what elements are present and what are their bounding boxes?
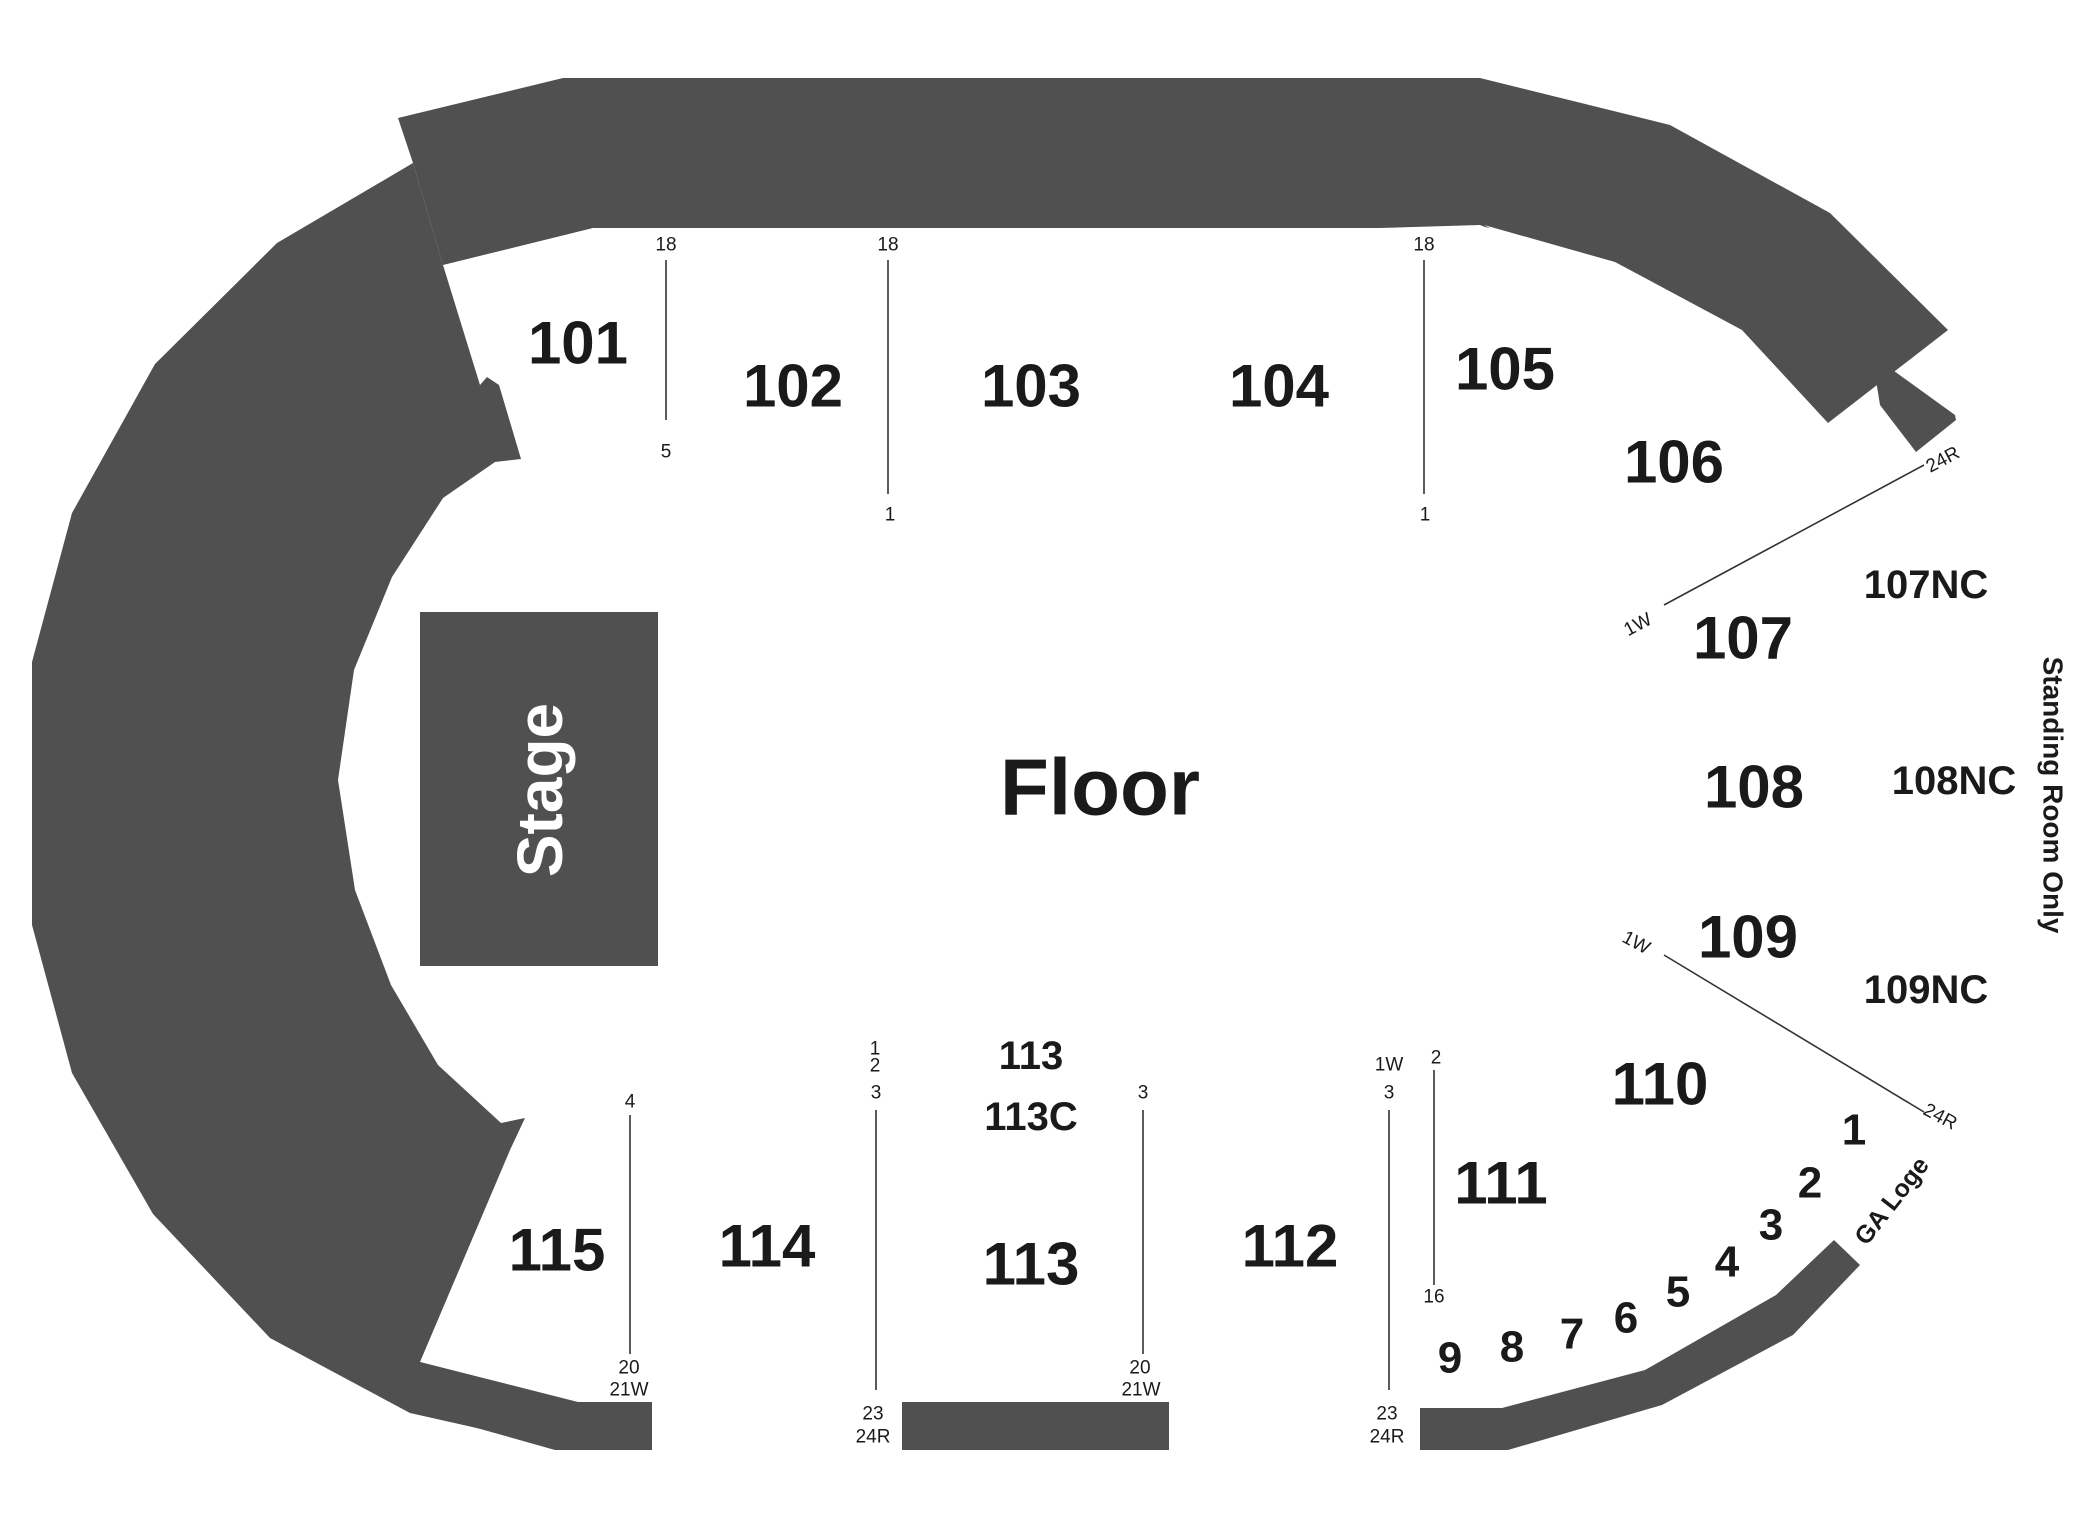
loge-box-3[interactable]: 3 bbox=[1759, 1201, 1783, 1250]
row-label: 20 bbox=[618, 1358, 639, 1379]
section-109[interactable]: 109 bbox=[1698, 904, 1798, 971]
lower-center-wall bbox=[902, 1402, 1169, 1450]
loge-box-7[interactable]: 7 bbox=[1560, 1310, 1584, 1359]
loge-box-4[interactable]: 4 bbox=[1715, 1238, 1740, 1287]
section-101[interactable]: 101 bbox=[528, 310, 628, 377]
row-label: 23 bbox=[862, 1404, 883, 1425]
row-label: 5 bbox=[661, 442, 672, 463]
section-108[interactable]: 108 bbox=[1704, 754, 1804, 821]
row-label: 2 bbox=[870, 1056, 881, 1077]
section-104[interactable]: 104 bbox=[1229, 353, 1330, 420]
row-label: 21W bbox=[1121, 1380, 1160, 1401]
row-label: 18 bbox=[655, 235, 676, 256]
section-113[interactable]: 113 bbox=[983, 1231, 1080, 1298]
section-103[interactable]: 103 bbox=[981, 353, 1081, 420]
row-label: 18 bbox=[877, 235, 898, 256]
row-label: 1W bbox=[1375, 1055, 1404, 1076]
row-label: 18 bbox=[1413, 235, 1434, 256]
section-110[interactable]: 110 bbox=[1612, 1051, 1709, 1118]
row-label: 24R bbox=[1370, 1427, 1405, 1448]
loge-box-9[interactable]: 9 bbox=[1438, 1334, 1462, 1383]
outer-bowl-structure bbox=[32, 163, 578, 1450]
row-label: 24R bbox=[1923, 443, 1964, 478]
standing-room-only-label: Standing Room Only bbox=[2038, 657, 2069, 934]
ga-loge-label: GA Loge bbox=[1849, 1152, 1935, 1251]
row-label: 24R bbox=[1920, 1100, 1961, 1135]
section-113-upper[interactable]: 113 bbox=[999, 1034, 1064, 1078]
section-114[interactable]: 114 bbox=[719, 1213, 816, 1280]
row-label: 23 bbox=[1376, 1404, 1397, 1425]
loge-box-1[interactable]: 1 bbox=[1842, 1106, 1866, 1155]
row-label: 1 bbox=[1420, 505, 1431, 526]
row-label: 16 bbox=[1423, 1287, 1444, 1308]
upper-concourse-structure bbox=[398, 78, 1948, 423]
row-label: 24R bbox=[856, 1427, 891, 1448]
lower-left-wall bbox=[420, 1362, 652, 1450]
row-line-109-110 bbox=[1663, 954, 1925, 1113]
section-107[interactable]: 107 bbox=[1693, 605, 1793, 672]
row-label: 1W bbox=[1618, 927, 1653, 959]
row-line-106-107 bbox=[1663, 464, 1925, 606]
upper-right-end-structure bbox=[1872, 355, 1956, 452]
row-label: 1 bbox=[870, 1039, 881, 1060]
loge-box-2[interactable]: 2 bbox=[1798, 1159, 1822, 1208]
section-112[interactable]: 112 bbox=[1242, 1213, 1339, 1280]
loge-box-6[interactable]: 6 bbox=[1614, 1294, 1638, 1343]
section-105[interactable]: 105 bbox=[1455, 336, 1555, 403]
section-113c[interactable]: 113C bbox=[984, 1095, 1077, 1139]
stage-label: Stage bbox=[504, 703, 576, 877]
row-label: 4 bbox=[625, 1092, 636, 1113]
section-107nc[interactable]: 107NC bbox=[1864, 563, 1989, 607]
row-label: 20 bbox=[1129, 1358, 1150, 1379]
section-115[interactable]: 115 bbox=[509, 1217, 606, 1284]
section-111[interactable]: 111 bbox=[1454, 1150, 1548, 1217]
row-label: 21W bbox=[609, 1380, 648, 1401]
row-label: 1 bbox=[885, 505, 896, 526]
floor-section[interactable]: Floor bbox=[1000, 743, 1200, 832]
stage[interactable] bbox=[420, 612, 658, 966]
row-label: 2 bbox=[1431, 1048, 1442, 1069]
row-label: 3 bbox=[1384, 1083, 1395, 1104]
section-106[interactable]: 106 bbox=[1624, 429, 1724, 496]
loge-box-8[interactable]: 8 bbox=[1500, 1323, 1524, 1372]
section-109nc[interactable]: 109NC bbox=[1864, 968, 1989, 1012]
row-label: 1W bbox=[1620, 609, 1655, 641]
loge-box-5[interactable]: 5 bbox=[1666, 1268, 1690, 1317]
section-102[interactable]: 102 bbox=[743, 353, 843, 420]
row-label: 3 bbox=[1138, 1083, 1149, 1104]
lower-right-loge-wall bbox=[1420, 1240, 1860, 1450]
section-108nc[interactable]: 108NC bbox=[1892, 759, 2017, 803]
row-label: 3 bbox=[871, 1083, 882, 1104]
